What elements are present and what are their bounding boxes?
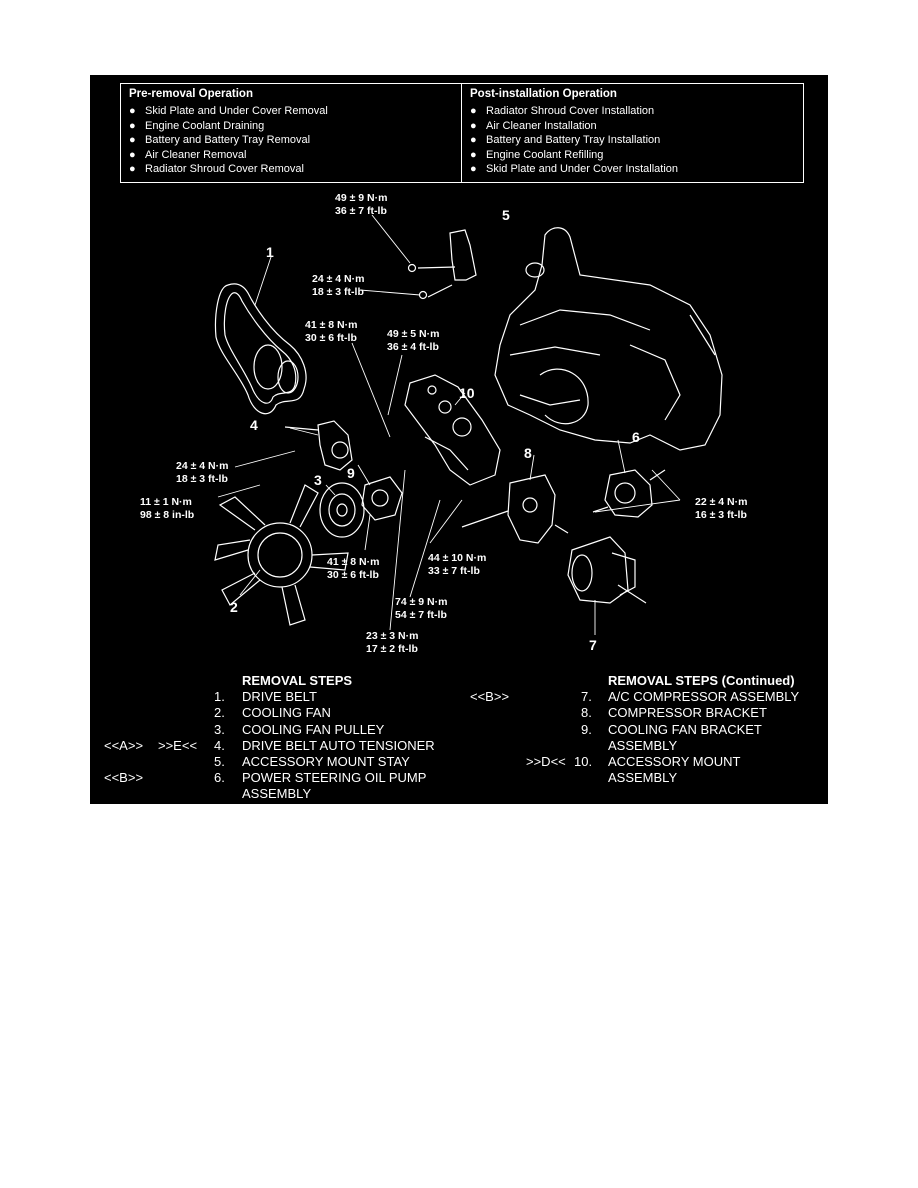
torque-label: 22 ± 4 N·m [695,496,747,508]
bullet-icon: ● [129,148,136,161]
bullet-icon: ● [470,119,477,132]
list-item: <<A>> >>E<< 4. DRIVE BELT AUTO TENSIONER [104,737,435,753]
post-installation-title: Post-installation Operation [470,88,617,100]
list-item: 9. COOLING FAN BRACKET [581,721,762,737]
list-item: ●Air Cleaner Removal [129,148,247,161]
pre-removal-title: Pre-removal Operation [129,88,253,100]
list-item: >>D<< 10. ACCESSORY MOUNT [526,753,741,769]
list-item: ●Battery and Battery Tray Installation [470,134,661,147]
torque-label: 30 ± 6 ft-lb [327,569,379,581]
part-number: 3 [314,472,322,488]
part-number: 1 [266,244,274,260]
list-item: ●Radiator Shroud Cover Removal [129,163,304,176]
part-number: 7 [589,637,597,653]
post-installation-column: Post-installation Operation ●Radiator Sh… [462,84,803,182]
exploded-parts-diagram: 49 ± 9 N·m 36 ± 7 ft-lb 24 ± 4 N·m 18 ± … [140,192,747,655]
list-item: 2. COOLING FAN [214,705,331,721]
torque-label: 23 ± 3 N·m [366,630,418,642]
part-number: 8 [524,445,532,461]
part-number: 9 [347,465,355,481]
bullet-icon: ● [129,134,136,147]
pre-removal-list: ●Skid Plate and Under Cover Removal ●Eng… [121,104,461,177]
list-item: 8. COMPRESSOR BRACKET [581,705,767,721]
bullet-icon: ● [470,105,477,117]
torque-label: 24 ± 4 N·m [176,460,228,472]
list-item: ●Engine Coolant Draining [129,119,265,132]
removal-steps-right: REMOVAL STEPS (Continued) <<B>> 7. A/C C… [460,673,828,786]
list-item-continuation: ASSEMBLY [608,737,678,753]
torque-label: 18 ± 3 ft-lb [312,286,364,298]
torque-label: 18 ± 3 ft-lb [176,473,228,485]
list-item: 3. COOLING FAN PULLEY [214,721,385,737]
torque-label: 98 ± 8 in-lb [140,509,194,521]
list-item: ●Engine Coolant Refilling [470,148,604,161]
engine-block-drawing [494,227,723,451]
power-steering-pump-drawing [592,469,666,518]
service-figure: Pre-removal Operation ●Skid Plate and Un… [90,75,828,804]
torque-label: 36 ± 4 ft-lb [387,341,439,353]
torque-label: 36 ± 7 ft-lb [335,205,387,217]
torque-label: 49 ± 5 N·m [387,328,439,340]
torque-label: 41 ± 8 N·m [305,319,357,331]
list-item: <<B>> 7. A/C COMPRESSOR ASSEMBLY [470,689,800,705]
list-item: 1. DRIVE BELT [214,689,317,705]
part-number: 2 [230,599,238,615]
part-number: 10 [459,385,475,401]
auto-tensioner-drawing [284,420,353,471]
torque-label: 30 ± 6 ft-lb [305,332,357,344]
accessory-mount-stay-drawing [407,229,477,300]
list-item: ●Battery and Battery Tray Removal [129,134,311,147]
bullet-icon: ● [129,163,136,176]
torque-label: 49 ± 9 N·m [335,192,387,204]
drive-belt-drawing [214,283,307,415]
cooling-fan-drawing [214,484,349,626]
list-item: <<B>> 6. POWER STEERING OIL PUMP [104,770,427,786]
bullet-icon: ● [470,163,477,176]
cooling-fan-pulley-drawing [319,482,365,538]
post-installation-list: ●Radiator Shroud Cover Installation ●Air… [462,104,803,177]
torque-label: 17 ± 2 ft-lb [366,643,418,655]
torque-label: 24 ± 4 N·m [312,273,364,285]
torque-label: 33 ± 7 ft-lb [428,565,480,577]
list-item-continuation: ASSEMBLY [242,786,312,802]
list-item: ●Skid Plate and Under Cover Removal [129,105,328,117]
bullet-icon: ● [470,134,477,147]
list-item: ●Radiator Shroud Cover Installation [470,105,655,117]
bullet-icon: ● [129,105,136,117]
list-item: ●Skid Plate and Under Cover Installation [470,163,678,176]
part-number: 6 [632,429,640,445]
torque-label: 41 ± 8 N·m [327,556,379,568]
list-item-continuation: ASSEMBLY [608,770,678,786]
removal-steps-heading: REMOVAL STEPS [242,673,353,688]
bullet-icon: ● [470,148,477,161]
torque-label: 11 ± 1 N·m [140,496,192,508]
part-number: 4 [250,417,258,433]
removal-steps-left: REMOVAL STEPS 1. DRIVE BELT 2. COOLING F… [90,673,460,803]
ac-compressor-drawing [567,536,647,604]
torque-labels: 49 ± 9 N·m 36 ± 7 ft-lb 24 ± 4 N·m 18 ± … [140,192,747,655]
pre-removal-column: Pre-removal Operation ●Skid Plate and Un… [121,84,462,182]
removal-steps-continued-heading: REMOVAL STEPS (Continued) [608,673,795,688]
torque-label: 16 ± 3 ft-lb [695,509,747,521]
list-item: ●Air Cleaner Installation [470,119,597,132]
torque-label: 54 ± 7 ft-lb [395,609,447,621]
torque-label: 74 ± 9 N·m [395,596,447,608]
part-number: 5 [502,207,510,223]
bullet-icon: ● [129,119,136,132]
compressor-bracket-drawing [461,474,569,544]
leader-lines [217,214,681,635]
part-number-labels: 1 2 3 4 5 6 7 8 9 10 [230,207,640,653]
torque-label: 44 ± 10 N·m [428,552,486,564]
cooling-fan-bracket-drawing [361,476,403,521]
accessory-mount-drawing [404,374,501,486]
operations-table: Pre-removal Operation ●Skid Plate and Un… [120,83,804,183]
list-item: 5. ACCESSORY MOUNT STAY [214,753,410,769]
